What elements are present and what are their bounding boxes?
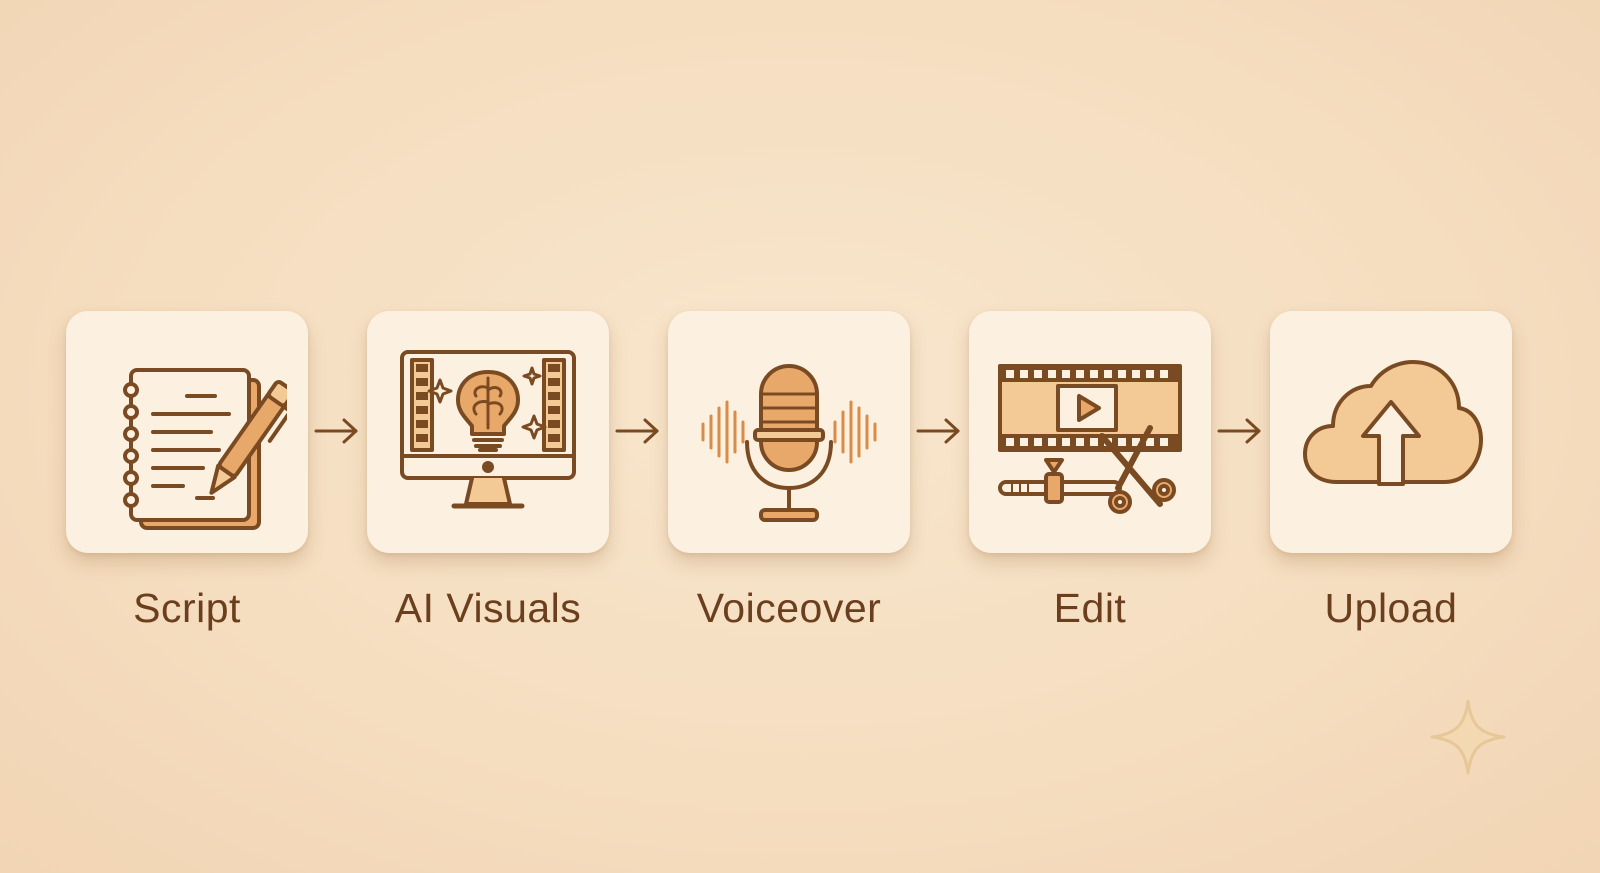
cloud-upload-icon: [1303, 360, 1483, 486]
step-label: AI Visuals: [394, 585, 582, 631]
microphone-soundwave-icon: [701, 364, 877, 522]
step-label: Edit: [1053, 585, 1127, 631]
step-ai-visuals: AI Visuals: [367, 311, 609, 631]
step-label: Voiceover: [696, 585, 882, 631]
arrow-right-icon: [314, 418, 358, 444]
step-edit: Edit: [969, 311, 1211, 631]
step-label: Upload: [1324, 585, 1458, 631]
monitor-lightbulb-brain-icon: [400, 350, 576, 509]
step-card: [367, 311, 609, 553]
notebook-pen-icon: [123, 368, 287, 530]
step-card: [1270, 311, 1512, 553]
arrow-right-icon: [916, 418, 960, 444]
step-label: Script: [133, 585, 241, 631]
step-card: [668, 311, 910, 553]
arrow-right-icon: [615, 418, 659, 444]
step-card: [66, 311, 308, 553]
film-strip-scissors-icon: [998, 364, 1182, 514]
step-upload: Upload: [1270, 311, 1512, 631]
step-script: Script: [66, 311, 308, 631]
step-card: [969, 311, 1211, 553]
step-voiceover: Voiceover: [668, 311, 910, 631]
sparkle-icon: [1430, 699, 1506, 775]
arrow-right-icon: [1217, 418, 1261, 444]
